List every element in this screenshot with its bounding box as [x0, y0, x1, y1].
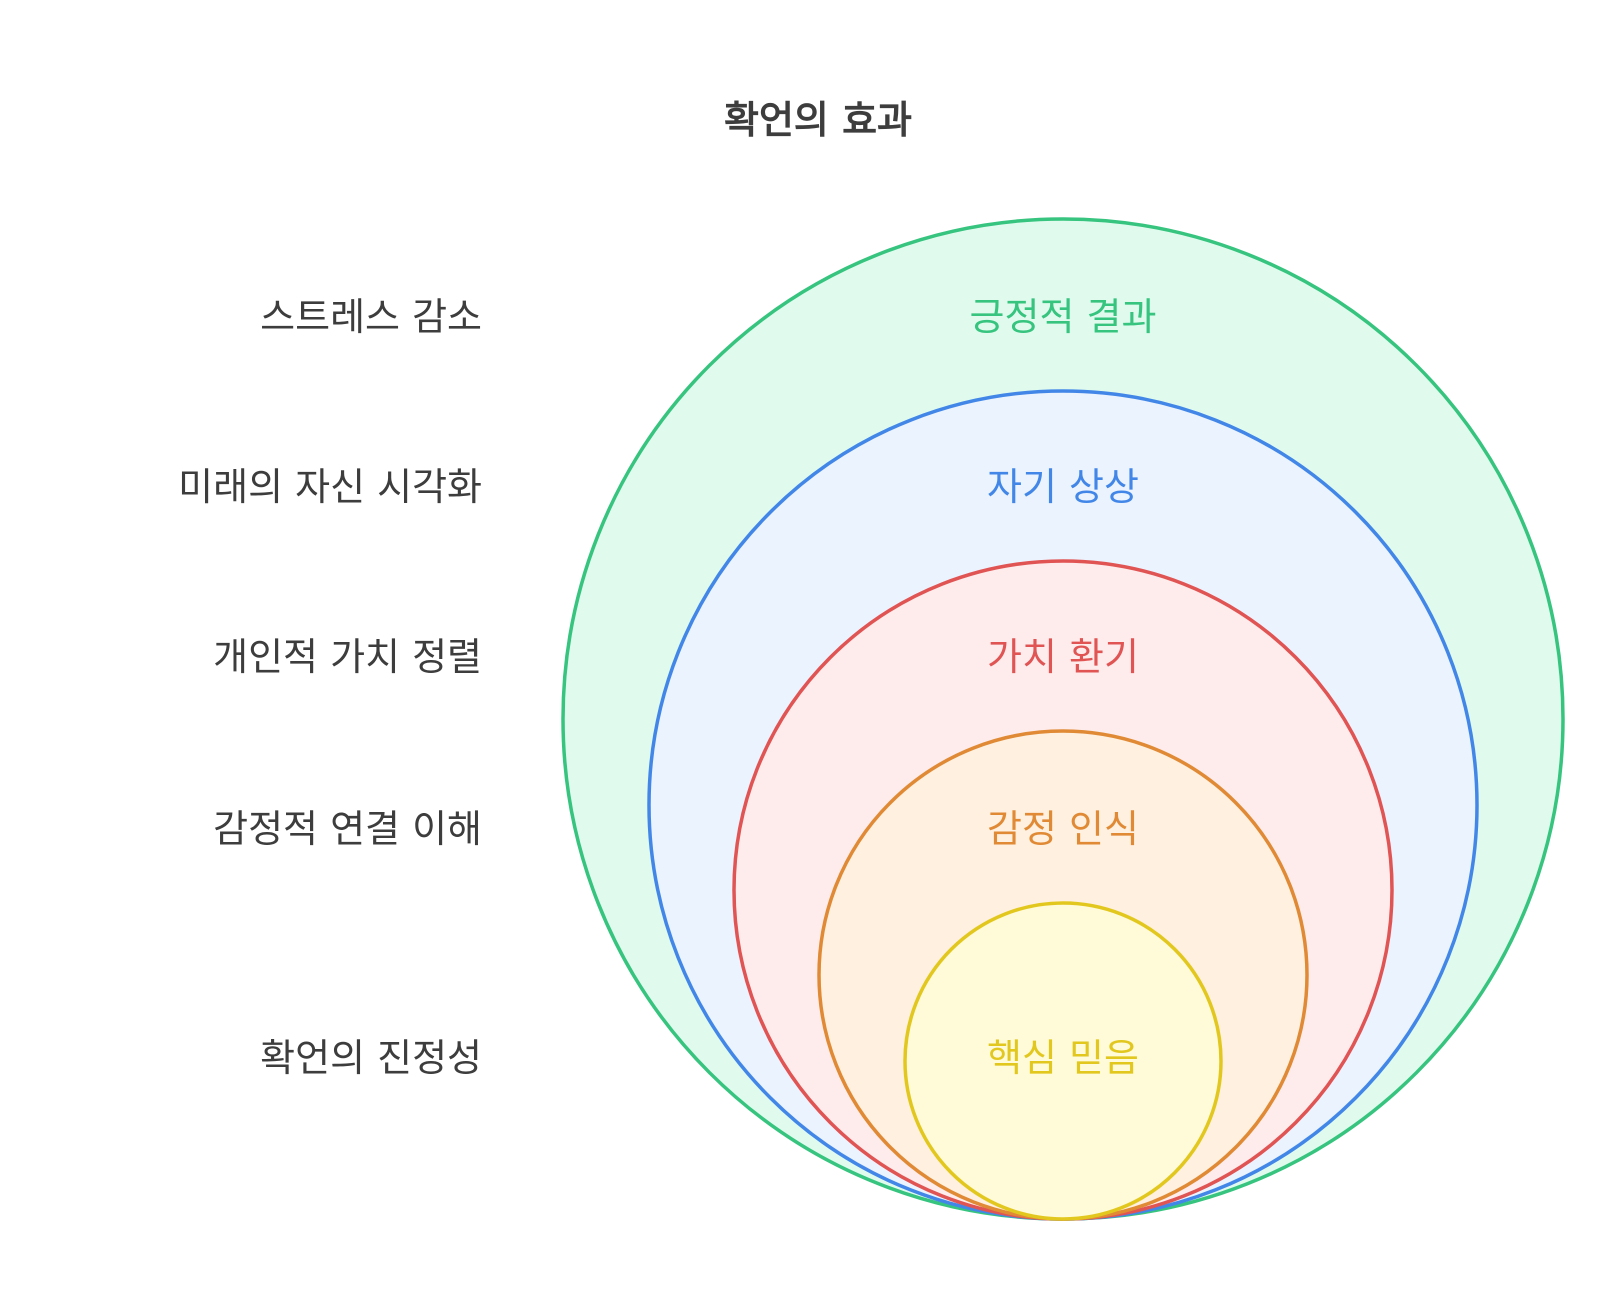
- ring-label-second: 자기 상상: [987, 465, 1139, 509]
- ring-label-core: 핵심 믿음: [987, 1036, 1139, 1080]
- ring-core: [903, 901, 1223, 1221]
- side-label-values: 개인적 가치 정렬: [213, 635, 482, 679]
- side-label-emotional: 감정적 연결 이해: [213, 807, 482, 851]
- rings-group: [561, 217, 1565, 1221]
- side-labels: 스트레스 감소 미래의 자신 시각화 개인적 가치 정렬 감정적 연결 이해 확…: [178, 295, 482, 1080]
- side-label-stress: 스트레스 감소: [260, 295, 482, 339]
- side-label-authenticity: 확언의 진정성: [260, 1036, 482, 1080]
- ring-label-third: 가치 환기: [987, 635, 1139, 679]
- diagram-title: 확언의 효과: [724, 98, 912, 142]
- side-label-future-self: 미래의 자신 시각화: [178, 465, 482, 509]
- ring-label-fourth: 감정 인식: [987, 807, 1139, 851]
- ring-label-outer: 긍정적 결과: [970, 295, 1157, 339]
- ring-labels: 긍정적 결과 자기 상상 가치 환기 감정 인식 핵심 믿음: [970, 295, 1157, 1080]
